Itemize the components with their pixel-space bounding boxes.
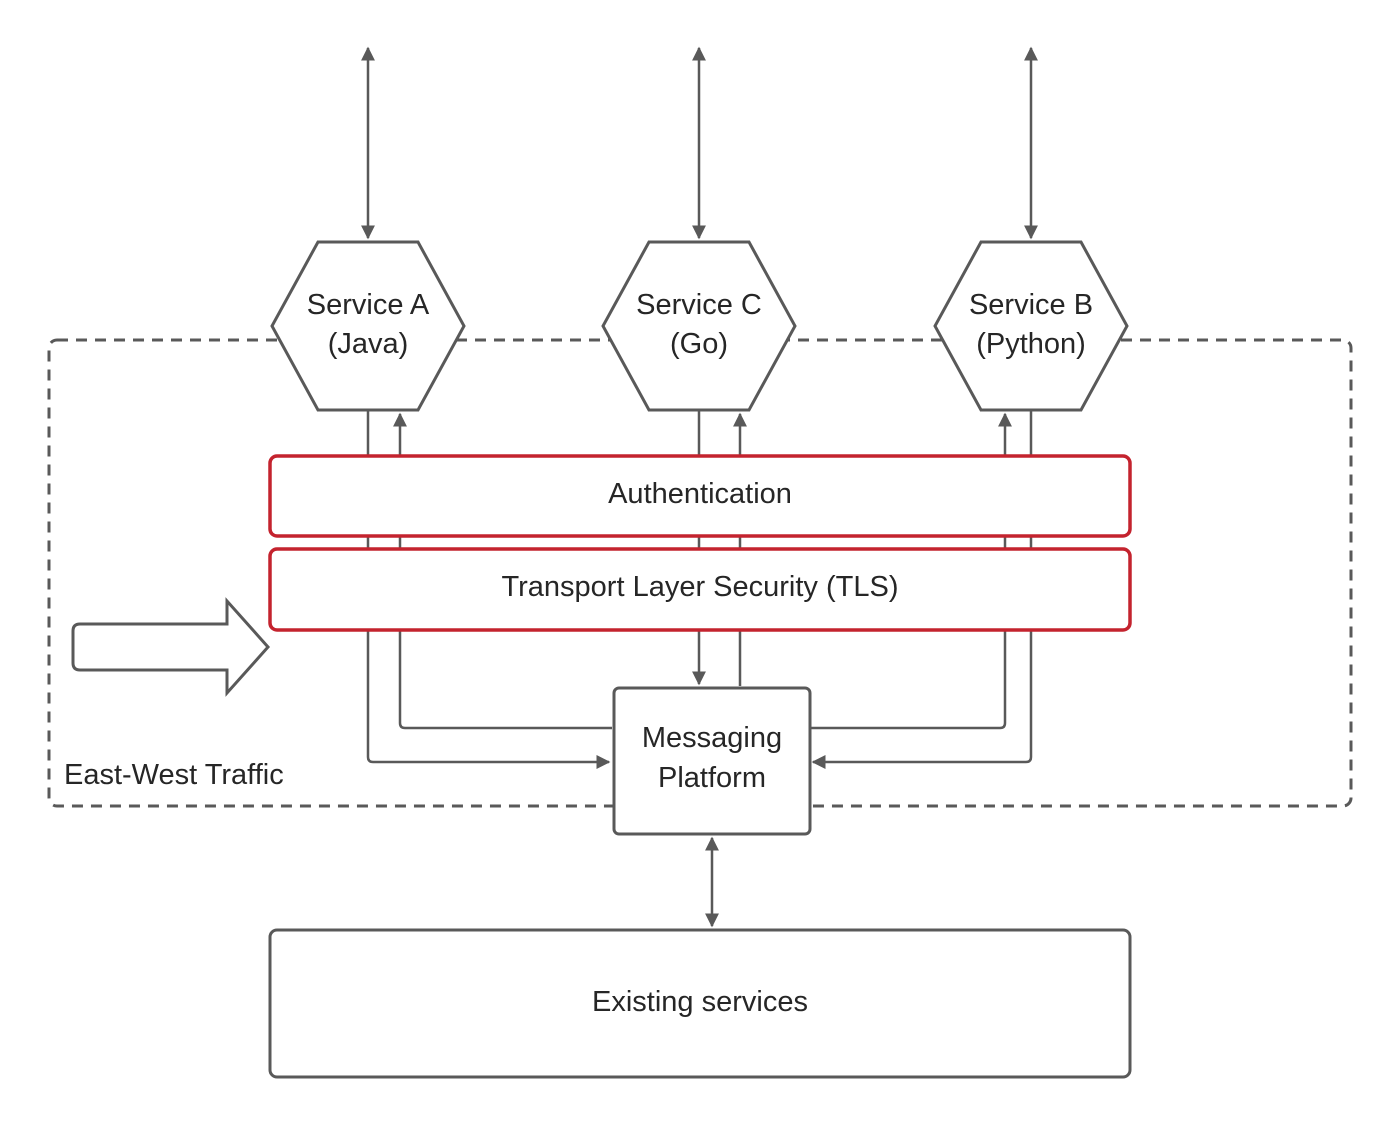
service-c-lang: (Go) — [670, 328, 728, 360]
tls-label: Transport Layer Security (TLS) — [502, 571, 899, 603]
authentication-box — [268, 454, 1132, 538]
messaging-to-service-b-connector — [810, 412, 1012, 730]
messaging-platform-label-line1: Messaging — [642, 722, 782, 754]
service-c-hexagon — [601, 240, 797, 412]
service-c-name: Service C — [636, 289, 762, 321]
tls-layer: Transport Layer Security (TLS) — [268, 547, 1132, 632]
east-west-traffic-arrow-icon — [71, 597, 271, 697]
tls-box — [268, 547, 1132, 632]
messaging-platform-label-line2: Platform — [658, 762, 766, 794]
service-a-to-messaging-connector — [366, 410, 611, 769]
service-c-node: Service C (Go) — [601, 240, 797, 412]
service-a-hexagon — [270, 240, 466, 412]
service-a-lang: (Java) — [328, 328, 409, 360]
service-a-name: Service A — [307, 289, 430, 321]
service-b-lang: (Python) — [976, 328, 1086, 360]
service-b-name: Service B — [969, 289, 1093, 321]
service-b-to-messaging-connector — [811, 410, 1033, 769]
authentication-layer: Authentication — [268, 454, 1132, 538]
east-west-traffic-label: East-West Traffic — [64, 759, 284, 791]
messaging-platform-node: Messaging Platform — [612, 686, 812, 836]
existing-services-box — [268, 928, 1132, 1079]
service-b-hexagon — [933, 240, 1129, 412]
messaging-platform-box — [612, 686, 812, 836]
messaging-to-service-a-connector — [393, 412, 612, 730]
authentication-label: Authentication — [608, 478, 792, 510]
existing-services-label: Existing services — [592, 986, 808, 1018]
service-a-node: Service A (Java) — [270, 240, 466, 412]
existing-services-node: Existing services — [268, 928, 1132, 1079]
service-b-node: Service B (Python) — [933, 240, 1129, 412]
